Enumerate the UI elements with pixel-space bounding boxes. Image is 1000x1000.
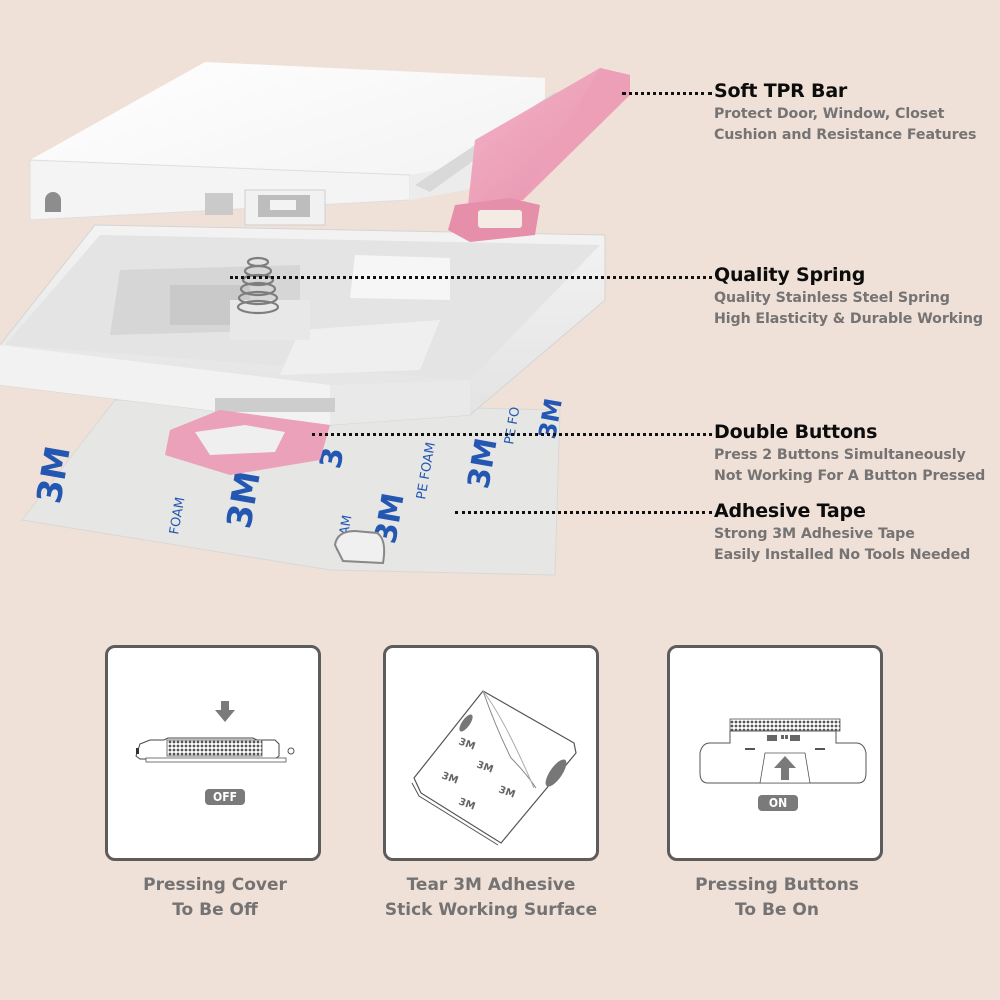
pink-button-top-icon	[448, 198, 540, 242]
step-card-pressing-buttons: ON	[667, 645, 883, 861]
svg-text:3M: 3M	[440, 770, 460, 786]
base-housing-icon	[0, 224, 606, 426]
on-badge: ON	[758, 795, 798, 811]
svg-text:FOAM: FOAM	[167, 496, 188, 536]
caption-line: To Be On	[735, 900, 819, 920]
caption-line: To Be Off	[172, 900, 258, 920]
pink-button-bottom-icon	[165, 410, 330, 475]
adhesive-tape-icon: 3M 3M 3M 3M 3 3M FOAM FOAM PE FOAM PE FO	[21, 396, 568, 576]
svg-text:3M: 3M	[457, 736, 477, 752]
pressing-cover-diagram-icon	[135, 701, 295, 763]
feature-desc: Strong 3M Adhesive Tape	[714, 526, 915, 542]
step-card-tear-adhesive: 3M 3M 3M 3M 3M	[383, 645, 599, 861]
feature-desc: Quality Stainless Steel Spring	[714, 290, 950, 306]
feature-desc: Easily Installed No Tools Needed	[714, 546, 971, 563]
svg-text:3M: 3M	[461, 435, 504, 491]
pressing-buttons-diagram-icon	[699, 718, 867, 784]
down-arrow-icon	[215, 701, 235, 722]
leader-line-tpr	[622, 92, 712, 95]
feature-desc: High Elasticity & Durable Working	[714, 310, 983, 327]
leader-line-buttons	[312, 433, 712, 436]
feature-desc: Protect Door, Window, Closet	[714, 106, 945, 122]
off-badge: OFF	[205, 789, 245, 805]
svg-text:3M: 3M	[497, 784, 517, 800]
adhesive-tape-diagram-icon: 3M 3M 3M 3M 3M	[411, 690, 577, 846]
product-exploded-illustration: 3M 3M 3M 3M 3 3M FOAM FOAM PE FOAM PE FO	[0, 62, 630, 576]
feature-quality-spring: Quality Spring Quality Stainless Steel S…	[714, 264, 983, 329]
feature-title: Quality Spring	[714, 264, 866, 286]
feature-double-buttons: Double Buttons Press 2 Buttons Simultane…	[714, 421, 985, 486]
step-caption-pressing-cover: Pressing Cover To Be Off	[85, 873, 345, 923]
lid-cover-icon	[29, 62, 565, 226]
spring-icon	[236, 256, 280, 315]
leader-line-tape	[455, 511, 712, 514]
step-caption-tear-adhesive: Tear 3M Adhesive Stick Working Surface	[361, 873, 621, 923]
feature-title: Double Buttons	[714, 421, 878, 443]
svg-text:3M: 3M	[29, 443, 78, 507]
step-caption-pressing-buttons: Pressing Buttons To Be On	[647, 873, 907, 923]
feature-desc: Not Working For A Button Pressed	[714, 467, 986, 484]
caption-line: Pressing Buttons	[695, 875, 859, 895]
feature-title: Soft TPR Bar	[714, 80, 848, 102]
caption-line: Stick Working Surface	[384, 900, 598, 920]
step-card-pressing-cover: OFF	[105, 645, 321, 861]
up-arrow-icon	[774, 756, 796, 780]
caption-line: Tear 3M Adhesive	[406, 875, 576, 895]
svg-text:3M: 3M	[457, 796, 477, 812]
leader-line-spring	[230, 276, 712, 279]
svg-text:3M: 3M	[475, 759, 495, 775]
caption-line: Pressing Cover	[143, 875, 287, 895]
feature-adhesive-tape: Adhesive Tape Strong 3M Adhesive Tape Ea…	[714, 500, 970, 565]
feature-soft-tpr-bar: Soft TPR Bar Protect Door, Window, Close…	[714, 80, 976, 145]
feature-title: Adhesive Tape	[714, 500, 866, 522]
feature-desc: Press 2 Buttons Simultaneously	[714, 447, 966, 463]
feature-desc: Cushion and Resistance Features	[714, 126, 977, 143]
tpr-bar-icon	[468, 68, 630, 205]
svg-text:3M: 3M	[219, 468, 268, 532]
